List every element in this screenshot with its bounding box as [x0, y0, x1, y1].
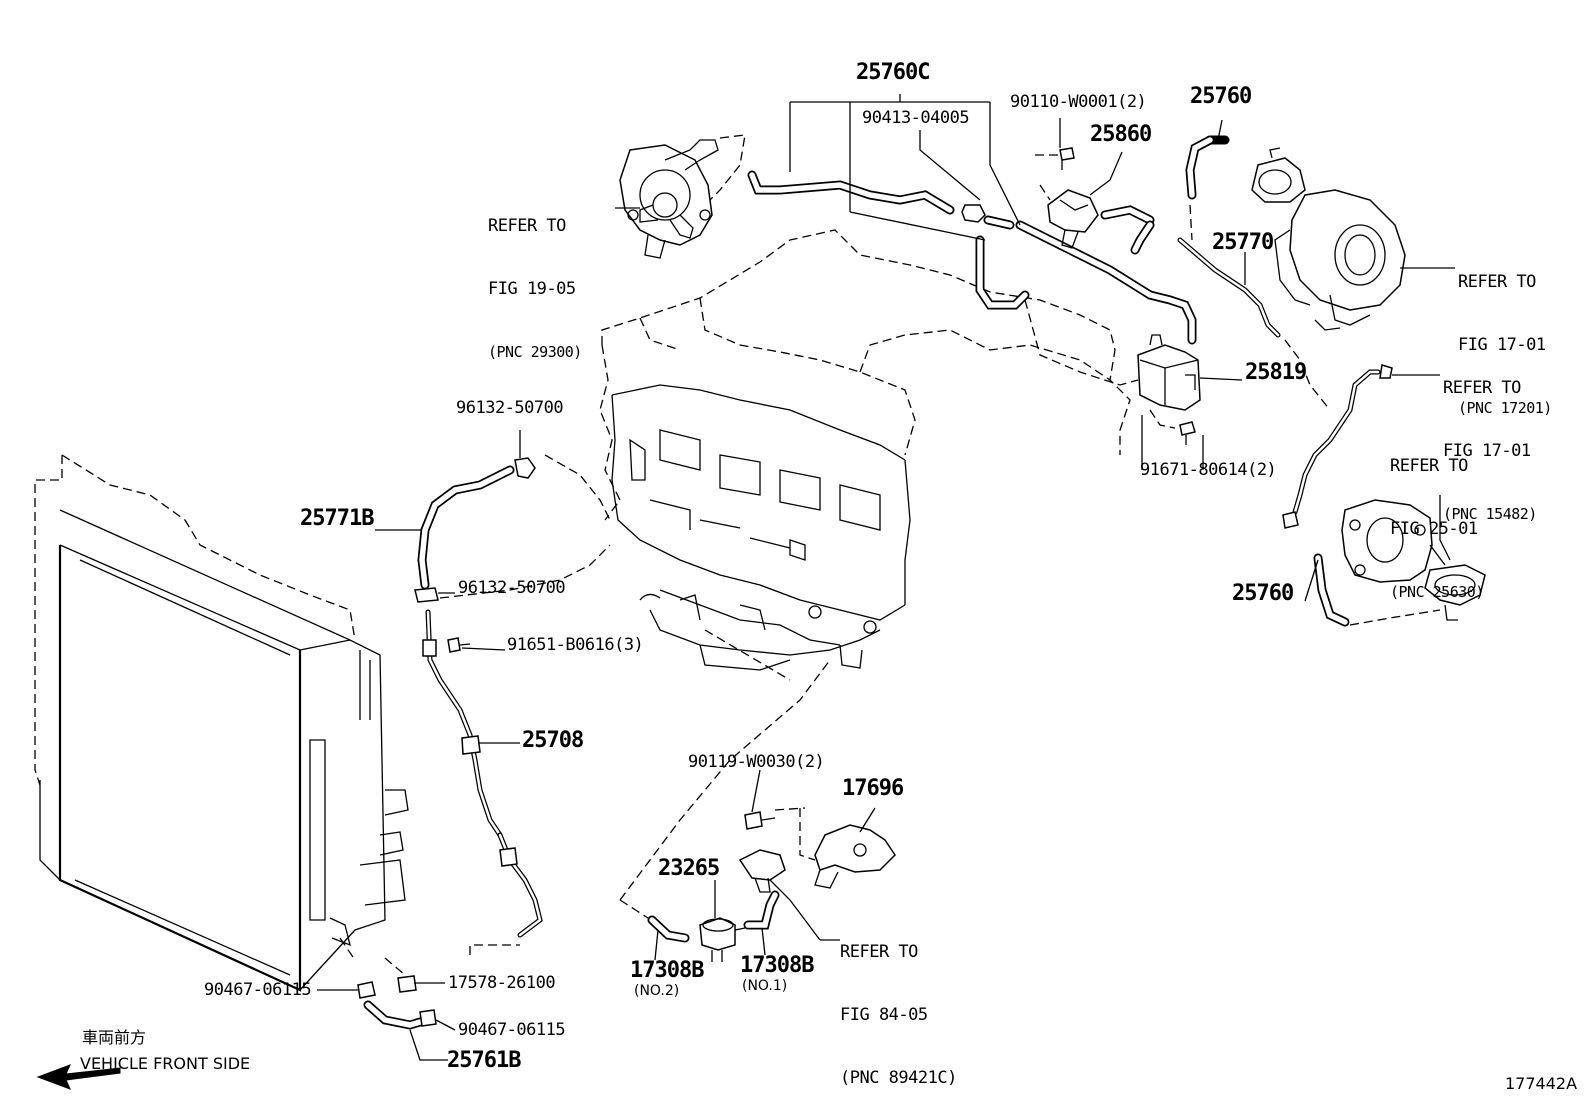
ref-fig-84-05-line1: REFER TO: [840, 942, 918, 962]
bolt-90119: [744, 811, 776, 830]
vacuum-pump: [619, 134, 746, 259]
hose-25771b: [414, 454, 611, 603]
label-96132-50700-top[interactable]: 96132-50700: [456, 398, 564, 418]
ref-fig-17-01-turbo-line3: (PNC 17201): [1458, 399, 1552, 417]
pressure-sensor: [738, 849, 821, 941]
ref-fig-84-05[interactable]: REFER TO FIG 84-05 (PNC 89421C): [840, 900, 957, 1110]
label-90110-w0001[interactable]: 90110-W0001(2): [1010, 92, 1147, 112]
label-17308b-no1-sub: (NO.1): [742, 978, 788, 994]
pipe-25770: [1177, 204, 1331, 411]
label-25819[interactable]: 25819: [1245, 360, 1307, 385]
label-17308b-no1[interactable]: 17308B: [740, 953, 814, 978]
label-25760-bottom[interactable]: 25760: [1232, 581, 1294, 606]
hose-25761b: [357, 944, 520, 1030]
label-17308b-no2-sub: (NO.2): [634, 983, 680, 999]
ref-fig-17-01-turbo-line1: REFER TO: [1458, 272, 1536, 292]
vehicle-front-english: VEHICLE FRONT SIDE: [80, 1054, 251, 1073]
engine-block-outline: [599, 229, 1131, 521]
label-25760c[interactable]: 25760C: [856, 60, 930, 85]
ref-fig-17-01-turbo[interactable]: REFER TO FIG 17-01 (PNC 17201): [1458, 230, 1552, 440]
label-25770[interactable]: 25770: [1212, 230, 1274, 255]
ref-fig-19-05-line3: (PNC 29300): [488, 343, 582, 361]
hose-17308b-no1: [743, 890, 780, 930]
label-25761b[interactable]: 25761B: [447, 1048, 521, 1073]
ref-fig-17-01-pipe-line2: FIG 17-01: [1443, 441, 1531, 461]
ref-fig-17-01-pipe-line3: (PNC 15482): [1443, 505, 1537, 523]
radiator: [34, 454, 409, 992]
leader-lines: [317, 94, 1455, 1061]
ref-fig-25-01-line2: FIG 25-01: [1390, 519, 1478, 539]
label-25760-top[interactable]: 25760: [1190, 84, 1252, 109]
ref-fig-19-05-line1: REFER TO: [488, 216, 566, 236]
ref-fig-25-01[interactable]: REFER TO FIG 25-01 (PNC 25630): [1390, 414, 1484, 624]
label-17308b-no2[interactable]: 17308B: [630, 958, 704, 983]
vehicle-front-arrow-icon: [36, 1064, 121, 1090]
label-25708[interactable]: 25708: [522, 728, 584, 753]
ref-fig-25-01-line1: REFER TO: [1390, 456, 1468, 476]
vsv-23265: [699, 917, 746, 962]
turbocharger: [1185, 135, 1406, 331]
ref-fig-17-01-pipe[interactable]: REFER TO FIG 17-01 (PNC 15482): [1443, 336, 1537, 546]
actuator: [1313, 499, 1486, 627]
label-17578-26100[interactable]: 17578-26100: [448, 973, 556, 993]
ref-fig-84-05-line2: FIG 84-05: [840, 1005, 928, 1025]
label-91671-80614[interactable]: 91671-80614(2): [1140, 460, 1277, 480]
label-90413-04005[interactable]: 90413-04005: [862, 108, 970, 128]
label-25771b[interactable]: 25771B: [300, 506, 374, 531]
hose-25760c: [747, 170, 1197, 345]
hose-17308b-no2: [619, 899, 690, 943]
phantom-line-center: [619, 659, 831, 901]
ref-fig-19-05[interactable]: REFER TO FIG 19-05 (PNC 29300): [488, 174, 582, 384]
ref-fig-17-01-pipe-line1: REFER TO: [1443, 378, 1521, 398]
label-90467-06115-right[interactable]: 90467-06115: [458, 1020, 566, 1040]
label-90119-w0030[interactable]: 90119-W0030(2): [688, 752, 825, 772]
pipe-to-turbo: [1282, 364, 1393, 529]
label-90467-06115-left[interactable]: 90467-06115: [204, 980, 312, 1000]
pipe-25708: [422, 609, 543, 938]
ref-fig-17-01-turbo-line2: FIG 17-01: [1458, 335, 1546, 355]
ref-fig-25-01-line3: (PNC 25630): [1390, 583, 1484, 601]
ref-fig-19-05-line2: FIG 19-05: [488, 279, 576, 299]
label-96132-50700-bottom[interactable]: 96132-50700: [458, 578, 566, 598]
vehicle-front-japanese: 車両前方: [82, 1028, 147, 1047]
label-17696[interactable]: 17696: [842, 776, 904, 801]
phantom-line-manifold: [704, 629, 791, 681]
vsv-25860: [1035, 147, 1155, 255]
sensor-bracket-17696: [774, 807, 896, 889]
label-91651-b0616[interactable]: 91651-B0616(3): [507, 635, 644, 655]
ref-fig-84-05-line3: (PNC 89421C): [840, 1068, 957, 1088]
diagram-code: 177442A: [1505, 1074, 1578, 1093]
cylinder-head: [611, 384, 911, 671]
vsv-25819: [1024, 299, 1201, 445]
label-23265[interactable]: 23265: [658, 856, 720, 881]
label-25860[interactable]: 25860: [1090, 122, 1152, 147]
